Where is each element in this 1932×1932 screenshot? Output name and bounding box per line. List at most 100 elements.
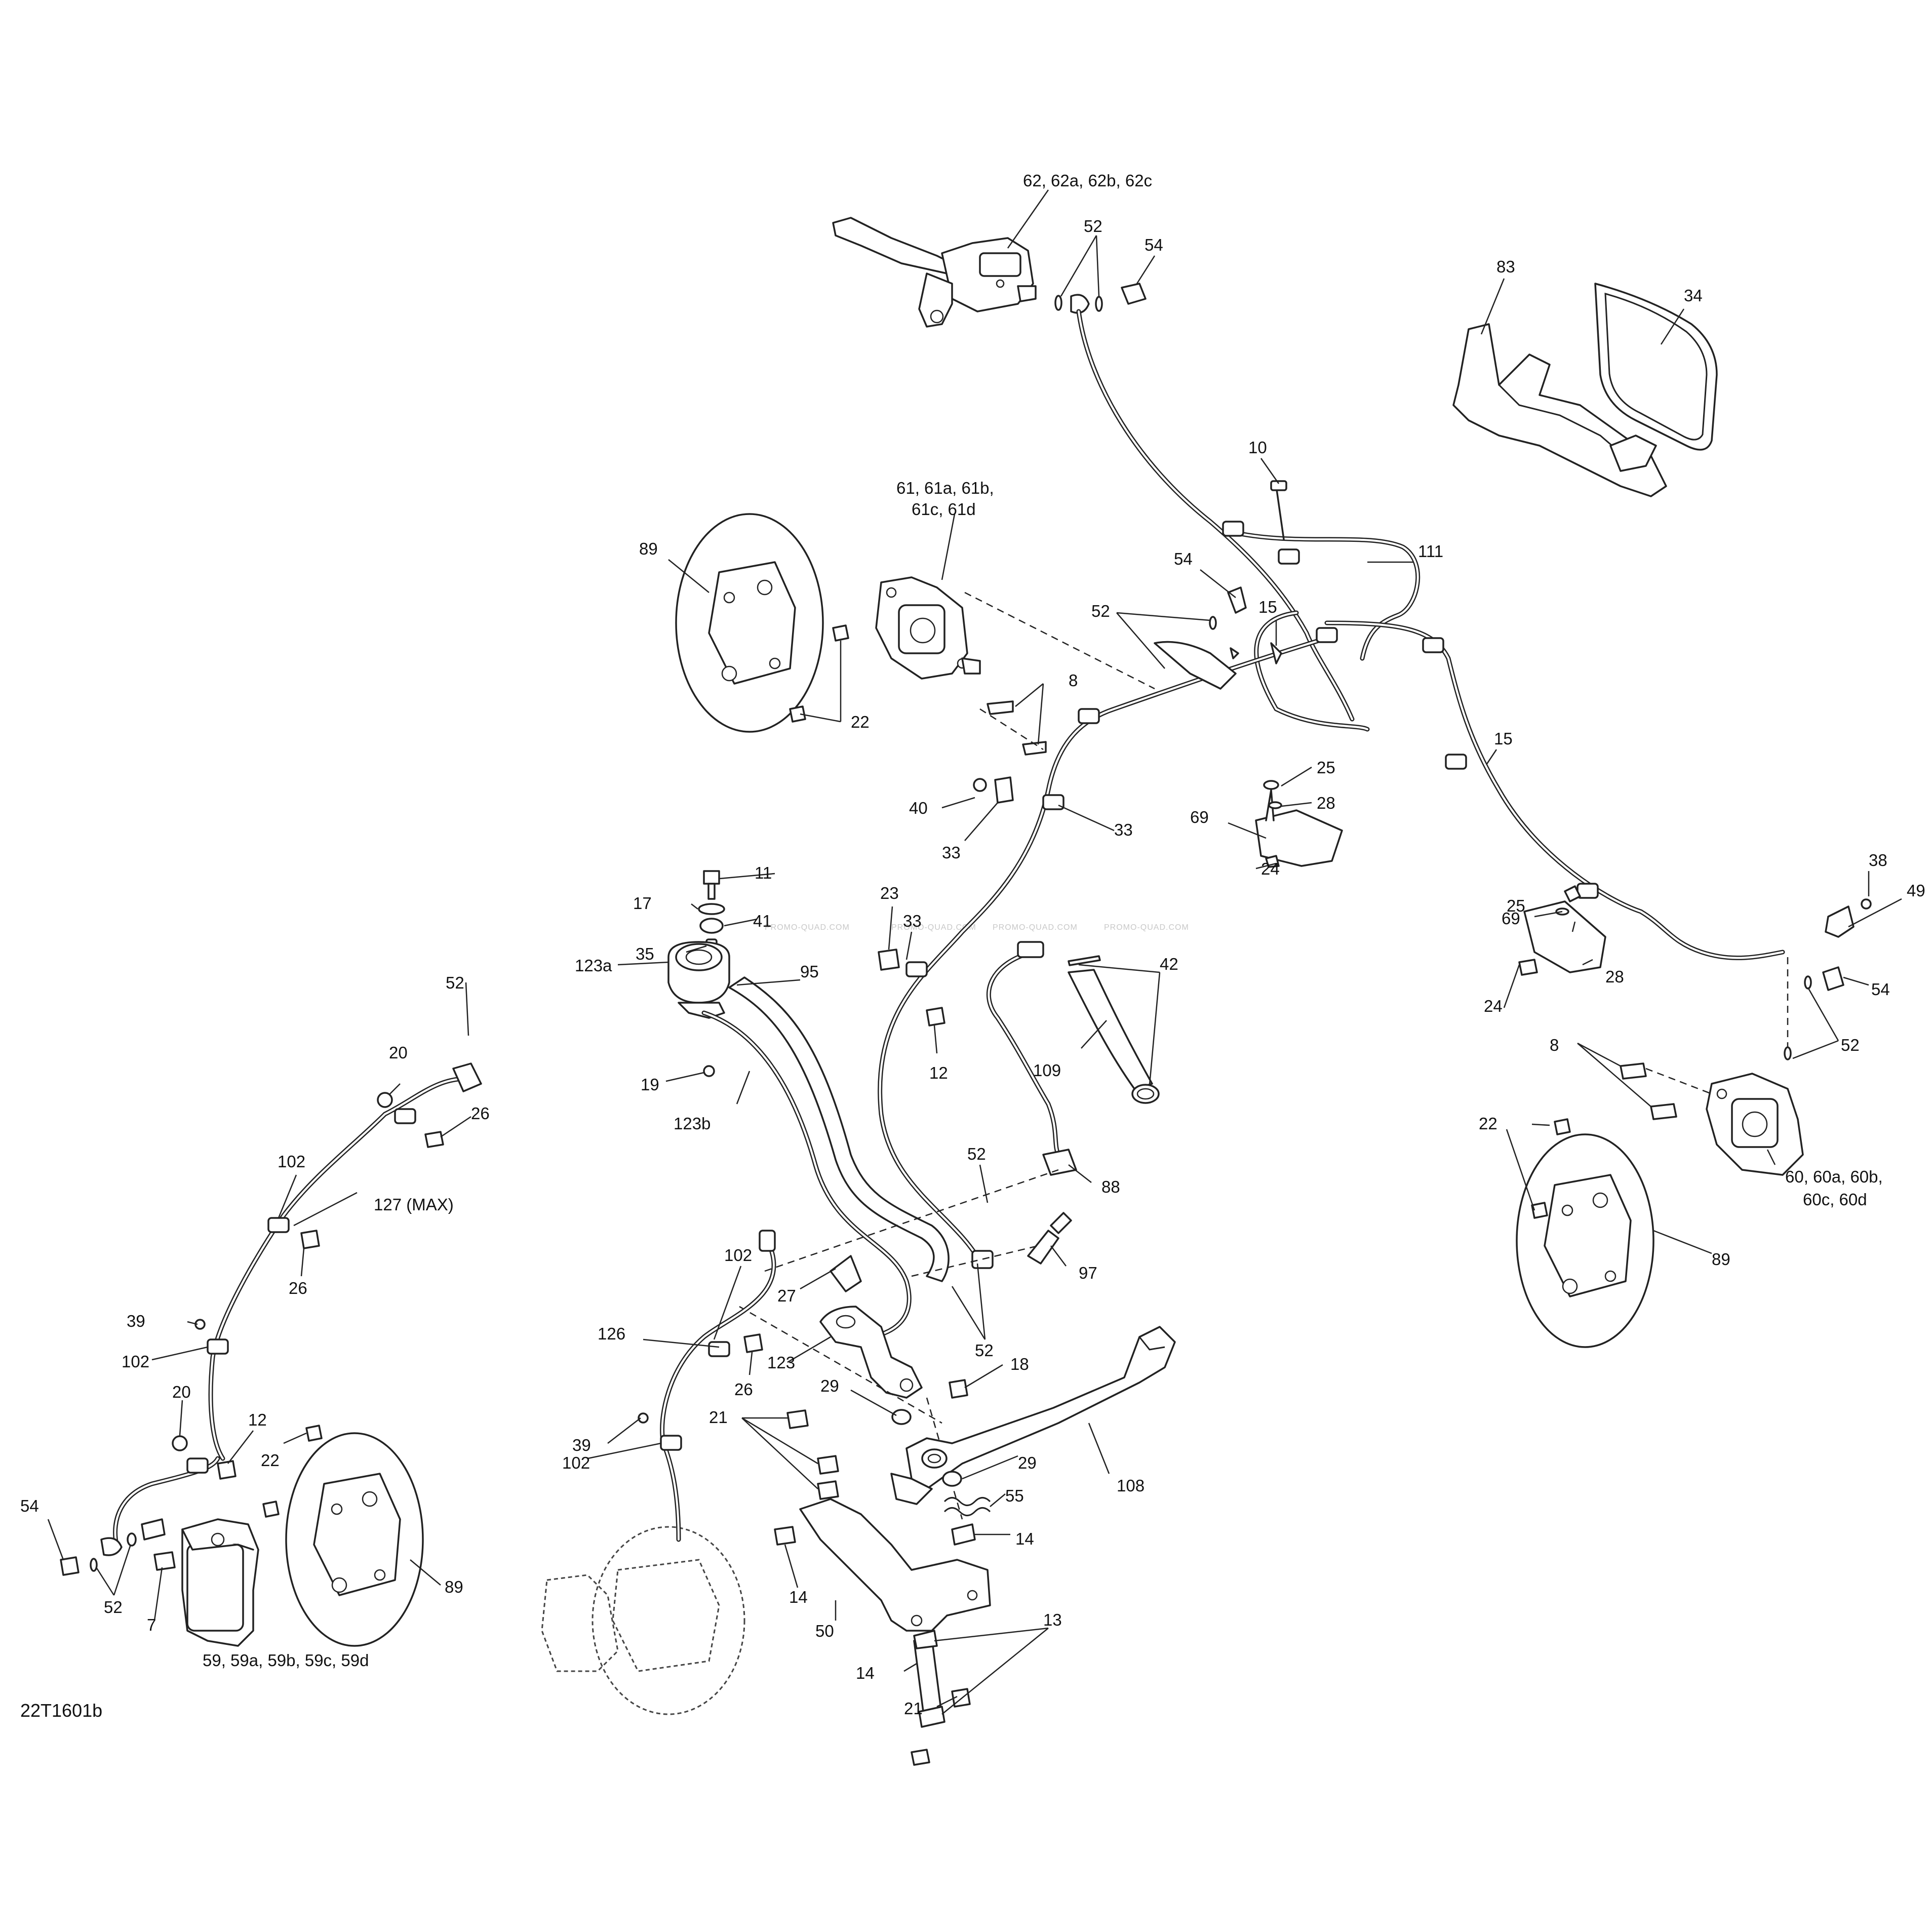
banjo-right	[1784, 966, 1844, 1060]
callout-61-line1: 61, 61a, 61b,	[896, 479, 994, 497]
callout-41: 41	[753, 912, 772, 930]
watermark-text: PROMO-QUAD.COM	[1104, 923, 1189, 932]
clip-top-left	[394, 1108, 416, 1124]
figure-reference-code: 22T1601b	[20, 1700, 102, 1721]
bracket-83	[1452, 323, 1667, 497]
callout-33: 33	[942, 843, 961, 862]
callout-62: 62, 62a, 62b, 62c	[1023, 171, 1152, 190]
callout-50: 50	[815, 1622, 834, 1640]
callout-22: 22	[261, 1451, 280, 1470]
callout-25: 25	[1507, 896, 1525, 915]
callout-22: 22	[851, 713, 870, 731]
caliper-bolts-8-right	[1620, 1062, 1677, 1120]
callout-42: 42	[1160, 955, 1178, 973]
callout-17: 17	[633, 894, 652, 913]
callout-14: 14	[789, 1588, 808, 1606]
pin-14-c	[911, 1749, 930, 1766]
watermark-text: PROMO-QUAD.COM	[891, 923, 976, 932]
nut-18	[949, 1379, 968, 1399]
callout-34: 34	[1684, 286, 1703, 305]
banjo-left-top	[452, 1062, 482, 1092]
bolt-12-top	[926, 1007, 945, 1027]
callout-123a: 123a	[575, 956, 612, 975]
bolt-26-b	[300, 1230, 320, 1249]
callout-69: 69	[1502, 909, 1520, 928]
nut-19	[703, 1065, 715, 1077]
alignment-line	[739, 1306, 942, 1424]
guard-69-lower	[1518, 885, 1606, 976]
callout-49: 49	[1907, 881, 1925, 900]
callout-21: 21	[904, 1699, 923, 1718]
callout-leaders	[47, 189, 1902, 1715]
bolt-26-c	[743, 1333, 763, 1353]
callout-40: 40	[909, 799, 928, 817]
brake-fluid-reservoir	[667, 941, 730, 1019]
guard-69-upper	[1255, 780, 1343, 868]
pedal-bracket	[799, 1498, 991, 1632]
alignment-line	[911, 1245, 1039, 1277]
callout-54: 54	[1145, 235, 1163, 254]
callout-126: 126	[598, 1324, 625, 1343]
alignment-line	[1645, 1068, 1712, 1095]
callout-102: 102	[278, 1152, 305, 1171]
callout-12: 12	[929, 1063, 948, 1082]
callout-10: 10	[1248, 438, 1267, 457]
nut-20-a	[377, 1092, 393, 1108]
callout-21: 21	[709, 1408, 728, 1427]
callout-61-line2: 61c, 61d	[912, 500, 976, 519]
callout-52: 52	[1091, 602, 1110, 620]
callout-97: 97	[1079, 1264, 1097, 1282]
callout-24: 24	[1261, 859, 1280, 878]
watermark-strip: PROMO-QUAD.COM PROMO-QUAD.COM PROMO-QUAD…	[765, 923, 1189, 932]
brake-pedal	[890, 1326, 1176, 1505]
callout-89: 89	[1712, 1250, 1730, 1269]
mid-banjo-bracket	[1154, 586, 1282, 690]
bolt-12-b	[217, 1460, 236, 1480]
watermark-text: PROMO-QUAD.COM	[993, 923, 1078, 932]
callout-102: 102	[724, 1246, 752, 1265]
front-left-brake-disc	[675, 513, 824, 733]
front-right-disc-bolts	[1531, 1118, 1571, 1219]
alignment-line	[979, 708, 1044, 751]
callout-35: 35	[636, 944, 654, 963]
clip-102-c	[708, 1341, 730, 1357]
rear-left-banjo	[60, 1532, 137, 1576]
reference-rear-disc-ghost	[541, 1526, 745, 1715]
bracket-49	[1825, 905, 1855, 938]
callout-20: 20	[389, 1043, 408, 1062]
clip-39-b	[638, 1412, 649, 1424]
front-right-caliper	[1706, 1073, 1804, 1176]
return-spring-55	[943, 1497, 991, 1516]
callout-102: 102	[562, 1453, 590, 1472]
front-right-brake-disc	[1516, 1133, 1654, 1348]
callout-26: 26	[734, 1380, 753, 1399]
callout-14: 14	[856, 1664, 875, 1682]
callout-123b: 123b	[674, 1114, 711, 1133]
callout-19: 19	[641, 1075, 659, 1094]
tube-109	[1068, 955, 1160, 1104]
cover-34	[1594, 283, 1718, 451]
callout-127: 127 (MAX)	[374, 1195, 454, 1214]
washer-29-a	[891, 1409, 912, 1425]
callout-52: 52	[975, 1341, 994, 1360]
clip-102-d	[660, 1435, 682, 1451]
callout-95: 95	[800, 962, 819, 981]
callout-52: 52	[1841, 1036, 1860, 1054]
clip-102-a	[267, 1217, 290, 1233]
callout-28: 28	[1317, 794, 1335, 812]
callout-54: 54	[1871, 980, 1890, 999]
callout-29: 29	[1018, 1453, 1037, 1472]
callout-22: 22	[1479, 1114, 1497, 1133]
callout-60-line1: 60, 60a, 60b,	[1785, 1167, 1883, 1186]
rear-left-brake-disc	[285, 1432, 424, 1647]
callout-89: 89	[445, 1578, 463, 1596]
rear-left-disc-bolts	[262, 1425, 323, 1518]
clip-23	[878, 949, 900, 971]
callout-28: 28	[1605, 967, 1624, 986]
callout-14: 14	[1015, 1529, 1034, 1548]
callout-23: 23	[880, 884, 899, 902]
sensor-cable-88	[987, 941, 1077, 1176]
alignment-line	[764, 1169, 1059, 1272]
callout-59: 59, 59a, 59b, 59c, 59d	[203, 1651, 369, 1670]
